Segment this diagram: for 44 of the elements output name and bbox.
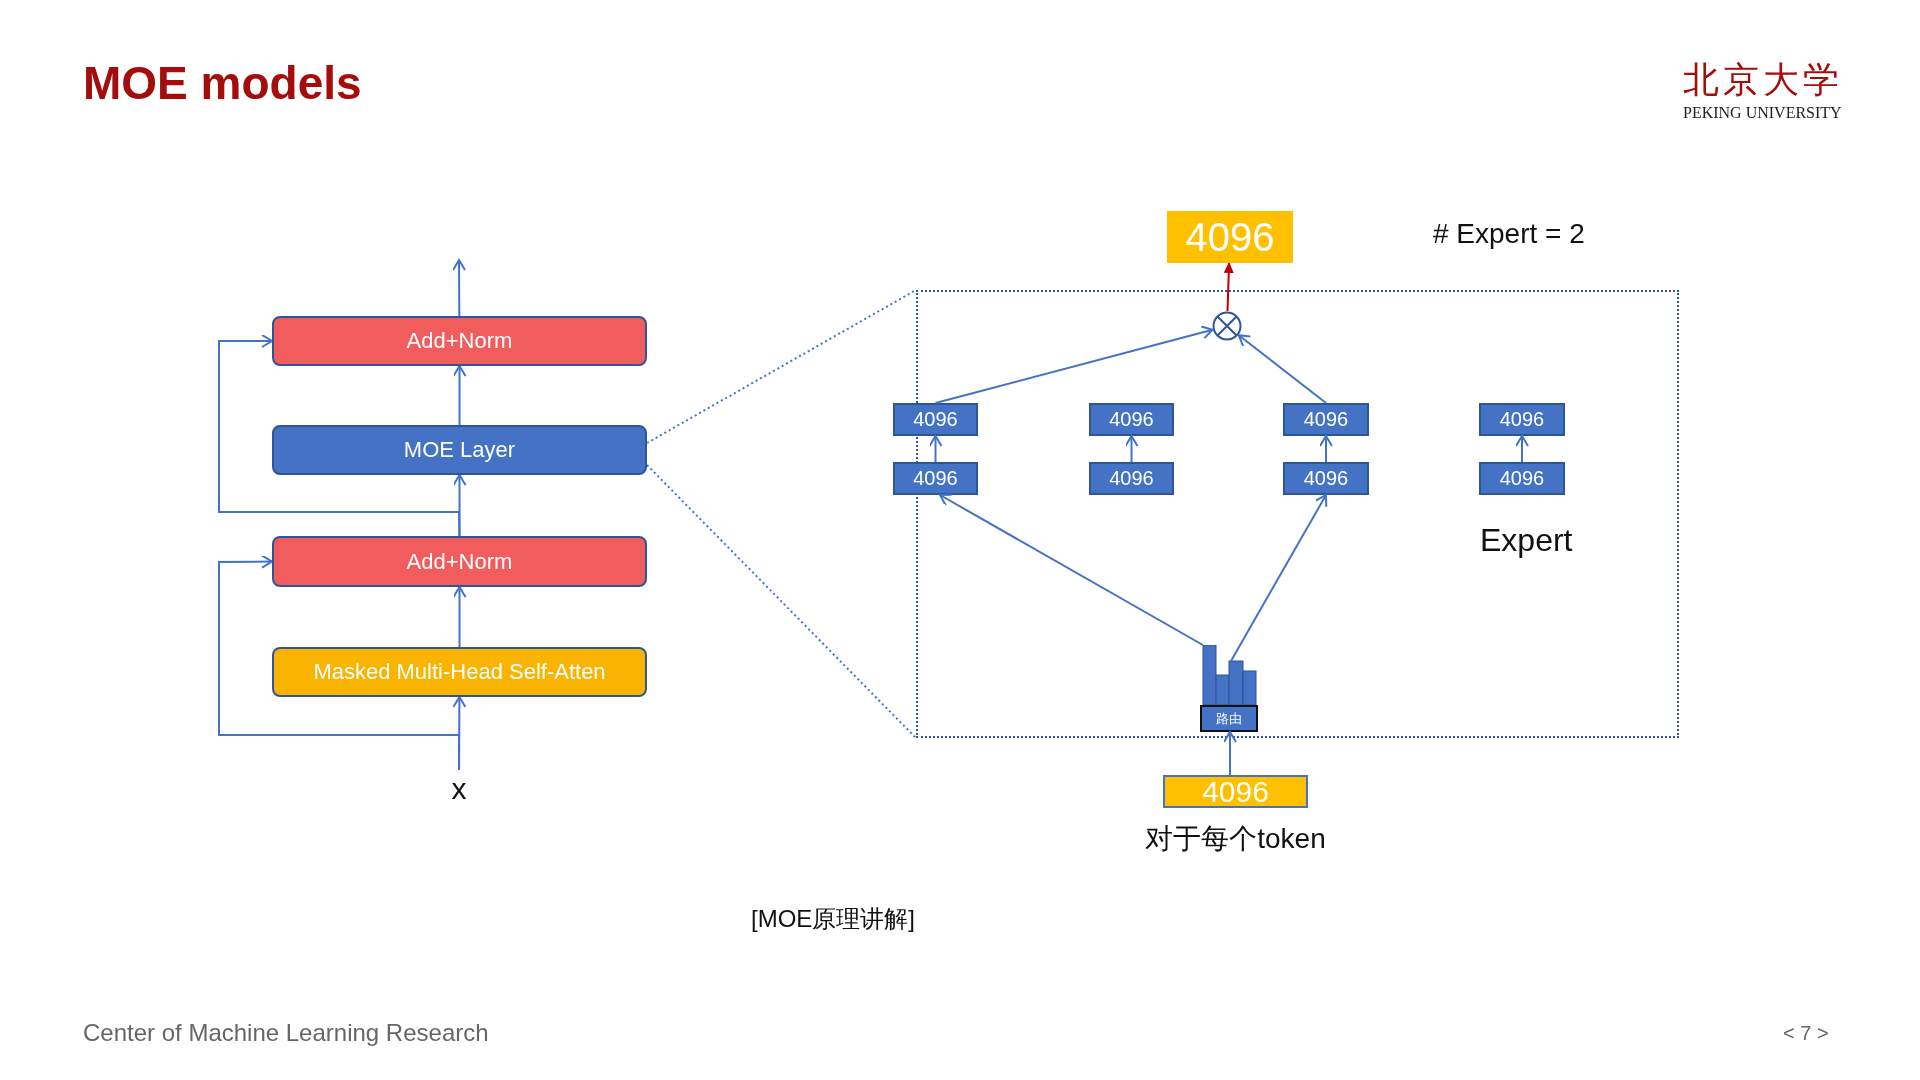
input-vector: 4096: [1163, 775, 1308, 808]
expert-layer-box: 4096: [893, 462, 978, 495]
arrow: [1319, 435, 1333, 463]
expert-layer-box: 4096: [1479, 462, 1565, 495]
arrow: [1223, 262, 1234, 312]
norm-block: Add+Norm: [272, 316, 647, 366]
expert-layer-box: 4096: [1283, 403, 1369, 436]
arrow: [1230, 494, 1328, 662]
expert-layer-box: 4096: [1283, 462, 1369, 495]
expert-layer-box: 4096: [1089, 403, 1174, 436]
dotted-zoom-line: [646, 464, 917, 739]
arrow: [934, 325, 1214, 404]
slide-title: MOE models: [83, 56, 362, 110]
arrow: [1515, 435, 1529, 463]
arrow: [218, 334, 461, 537]
arrow: [218, 554, 460, 771]
arrow: [939, 493, 1204, 646]
norm-block: Add+Norm: [272, 536, 647, 587]
arrow: [452, 259, 467, 317]
arrow: [928, 435, 943, 463]
arrow: [1124, 435, 1139, 463]
expert-label: Expert: [1480, 522, 1573, 559]
node-caption: 对于每个token: [1144, 822, 1327, 854]
dotted-zoom-line: [646, 289, 917, 444]
source-caption: [MOE原理讲解]: [750, 904, 916, 934]
university-name: PEKING UNIVERSITY: [1683, 104, 1842, 122]
expert-count-note: # Expert = 2: [1433, 218, 1585, 250]
expert-layer-box: 4096: [1089, 462, 1174, 495]
arrow: [452, 474, 467, 537]
router-block: [1200, 645, 1258, 732]
university-name: 北京大学: [1683, 58, 1843, 102]
expert-layer-box: 4096: [1479, 403, 1565, 436]
arrow: [452, 586, 467, 648]
output-vector: 4096: [1167, 211, 1293, 263]
footer-text: Center of Machine Learning Research: [83, 1019, 489, 1047]
page-number: < 7 >: [1783, 1022, 1829, 1045]
arrow: [1237, 334, 1327, 404]
attention-block: Masked Multi-Head Self-Atten: [272, 647, 647, 697]
expert-layer-box: 4096: [893, 403, 978, 436]
input-variable: x: [444, 770, 474, 808]
arrow: [452, 365, 467, 426]
moe-layer-block: MOE Layer: [272, 425, 647, 475]
multiply-symbol: [1212, 311, 1242, 341]
arrow: [1223, 731, 1237, 776]
